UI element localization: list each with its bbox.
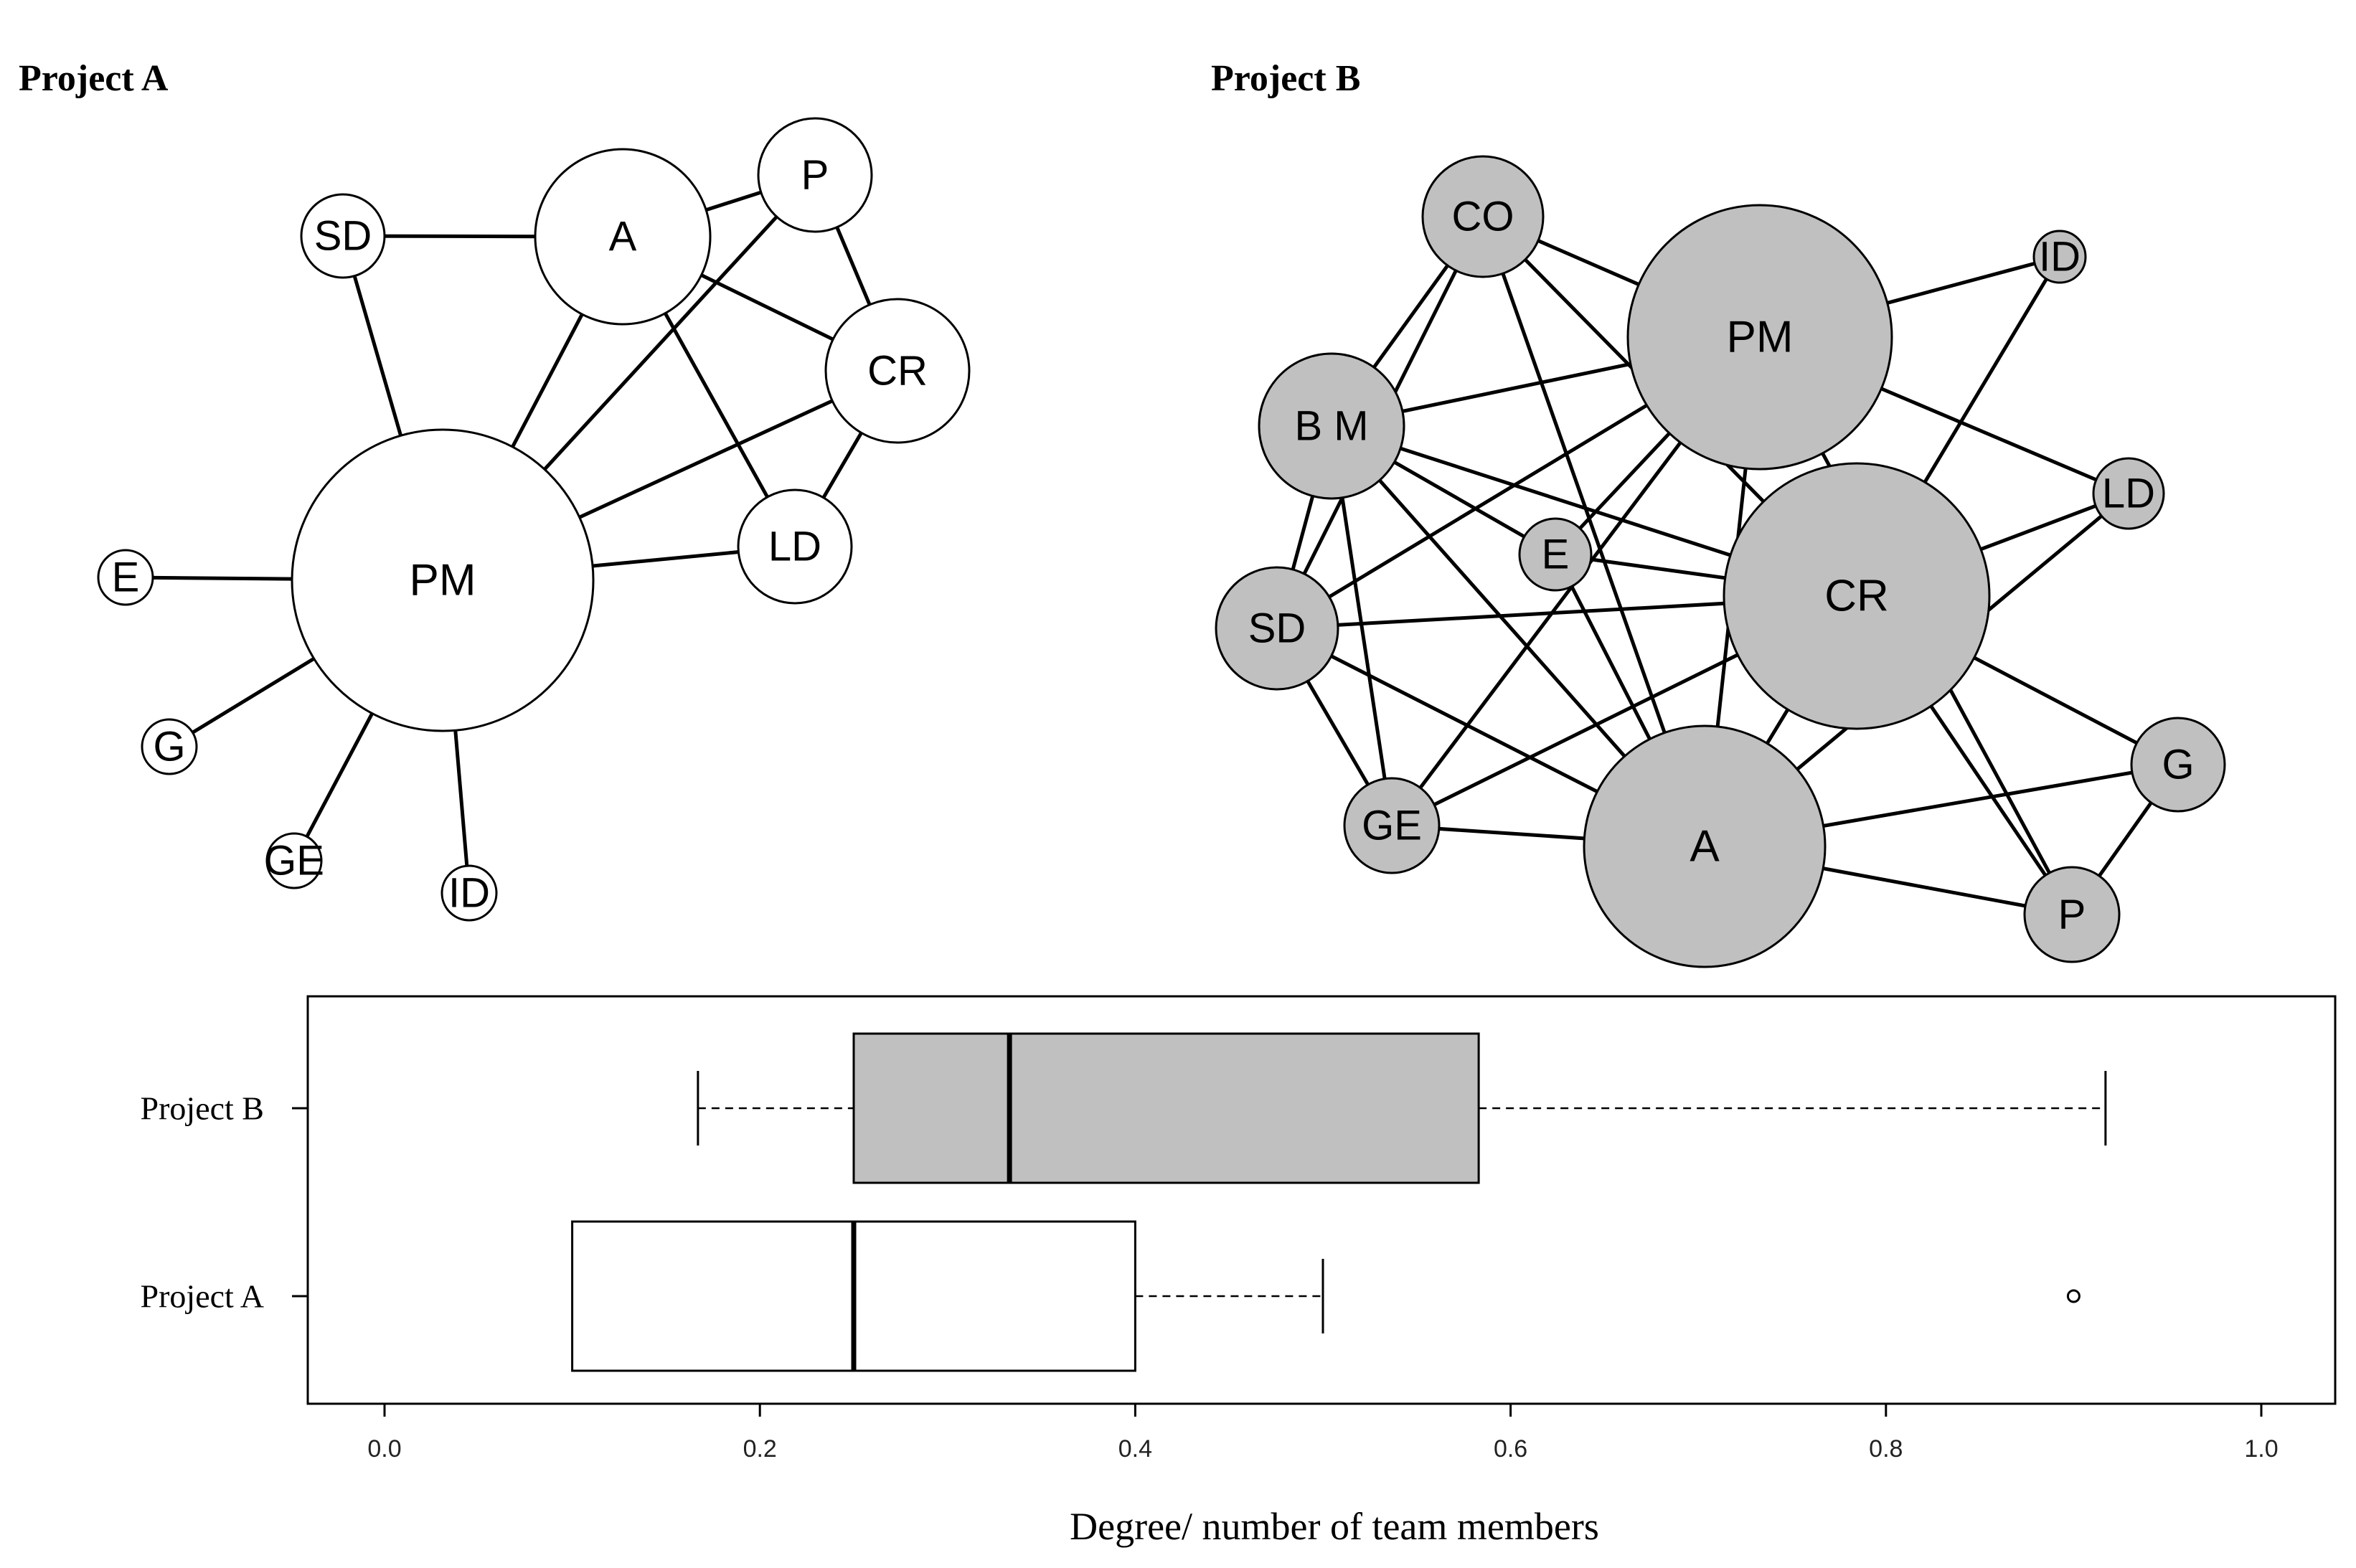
project-b-node-e xyxy=(1518,517,1593,592)
project-b-node-label-cr: CR xyxy=(1824,572,1889,621)
project-a-node-label-pm: PM xyxy=(410,556,476,605)
project-a-title: Project A xyxy=(19,58,169,99)
x-tick-label-0-0: 0.0 xyxy=(367,1435,401,1463)
project-b-node-label-ge: GE xyxy=(1362,803,1422,849)
project-b-node-label-g: G xyxy=(2162,742,2194,788)
project-a-node-sd xyxy=(300,193,386,279)
project-b-node-pm xyxy=(1626,204,1893,471)
project-b-title: Project B xyxy=(1211,58,1360,99)
project-a-node-cr xyxy=(824,298,971,444)
degree-boxplot: 0.0 0.2 0.4 0.6 0.8 1.0 Project B Project A De… xyxy=(141,995,2337,1548)
project-b-node-ld xyxy=(2092,457,2165,530)
project-a-outlier-0 xyxy=(2066,1289,2081,1303)
project-a-node-label-a: A xyxy=(609,214,637,260)
project-a-node-e xyxy=(97,549,154,606)
project-b-node-a xyxy=(1583,724,1827,968)
project-a-node-label-sd: SD xyxy=(314,213,372,260)
project-a-node-label-e: E xyxy=(112,554,140,601)
project-a-node-pm xyxy=(291,428,595,732)
cat-label-project-b: Project B xyxy=(141,1090,264,1127)
project-b-node-b-m xyxy=(1258,352,1405,500)
project-b-node-label-a: A xyxy=(1690,822,1720,872)
project-a-node-label-ge: GE xyxy=(264,838,324,884)
x-tick-label-0-6: 0.6 xyxy=(1494,1435,1527,1463)
project-b-node-co xyxy=(1421,155,1545,278)
project-a-node-label-p: P xyxy=(801,152,829,199)
project-b-node-label-e: E xyxy=(1542,532,1570,578)
project-b-node-sd xyxy=(1215,566,1339,691)
cat-label-project-a: Project A xyxy=(141,1278,264,1315)
project-b-node-label-sd: SD xyxy=(1248,605,1306,652)
project-a-node-label-g: G xyxy=(153,724,185,770)
project-a-network: PM A P CR LD SD E G GE ID xyxy=(97,117,971,922)
project-a-node-label-id: ID xyxy=(448,870,490,917)
project-a-node-label-ld: LD xyxy=(768,524,821,570)
project-a-node-ge xyxy=(265,832,323,889)
project-a-node-a xyxy=(534,148,712,326)
project-b-node-g xyxy=(2130,717,2226,813)
project-a-node-p xyxy=(757,117,873,233)
project-b-node-p xyxy=(2023,866,2121,963)
x-axis-title: Degree/ number of team members xyxy=(1070,1505,1599,1548)
project-b-node-cr xyxy=(1723,462,1991,730)
boxes xyxy=(571,1032,2107,1372)
project-a-node-id xyxy=(440,864,498,922)
project-a-node-ld xyxy=(737,488,853,605)
project-b-node-ge xyxy=(1343,777,1441,874)
project-a-node-label-cr: CR xyxy=(867,348,928,395)
project-b-node-label-id: ID xyxy=(2039,234,2081,280)
project-b-network: CO PM ID B M LD E CR SD G GE A P xyxy=(1215,155,2226,968)
project-b-nodes: CO PM ID B M LD E CR SD G GE A P xyxy=(1215,155,2226,968)
x-tick-label-0-4: 0.4 xyxy=(1118,1435,1152,1463)
project-a-node-g xyxy=(141,718,198,775)
project-b-node-label-p: P xyxy=(2058,892,2086,938)
project-b-node-label-b-m: B M xyxy=(1294,403,1368,450)
x-tick-label-0-8: 0.8 xyxy=(1869,1435,1903,1463)
project-b-box xyxy=(852,1032,1480,1184)
project-b-node-label-pm: PM xyxy=(1727,313,1794,362)
project-b-node-label-ld: LD xyxy=(2102,471,2155,517)
x-axis: 0.0 0.2 0.4 0.6 0.8 1.0 xyxy=(367,1402,2279,1463)
project-b-node-id xyxy=(2032,230,2087,284)
project-b-node-label-co: CO xyxy=(1452,194,1514,240)
x-tick-label-0-2: 0.2 xyxy=(743,1435,777,1463)
x-tick-label-1-0: 1.0 xyxy=(2244,1435,2278,1463)
project-a-nodes: PM A P CR LD SD E G GE ID xyxy=(97,117,971,922)
category-axis: Project B Project A xyxy=(141,1090,308,1315)
